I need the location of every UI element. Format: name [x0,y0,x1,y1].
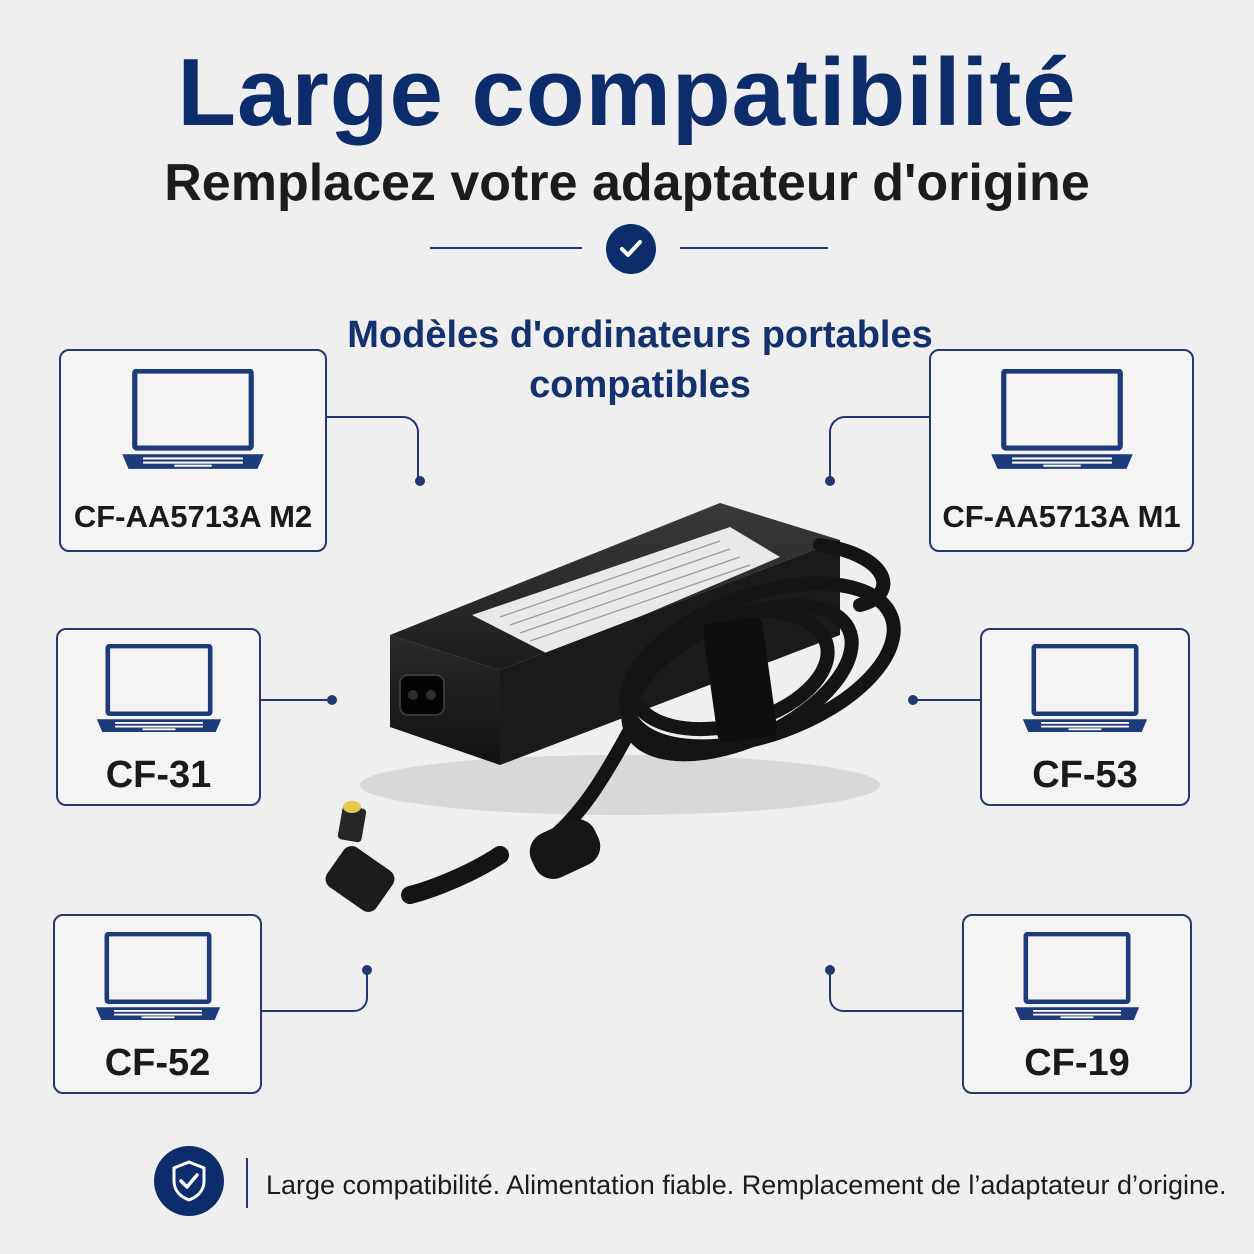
connector-line [829,970,964,1012]
connector-dot [415,476,425,486]
connector-line [327,416,419,482]
divider-right [680,247,828,249]
laptop-icon [989,369,1135,473]
model-card-cf-53: CF-53 [980,628,1190,806]
footer-separator [246,1158,248,1208]
connector-dot [825,476,835,486]
laptop-icon [1021,644,1149,736]
laptop-icon [94,932,222,1024]
divider-left [430,247,582,249]
connector-line [262,970,368,1012]
shield-check-icon [154,1146,224,1216]
model-card-cf-31: CF-31 [56,628,261,806]
model-label: CF-52 [104,1042,211,1084]
model-label: CF-53 [1032,754,1138,796]
connector-line [829,416,931,482]
laptop-icon [120,369,266,473]
section-heading-line1: Modèles d'ordinateurs portables [347,314,933,356]
model-card-cf-aa5713a-m2: CF-AA5713A M2 [59,349,327,552]
laptop-icon [95,644,223,736]
model-label: CF-AA5713A M1 [942,499,1181,534]
check-icon [606,224,656,274]
page-subtitle: Remplacez votre adaptateur d'origine [164,154,1090,212]
laptop-icon [1013,932,1141,1024]
connector-line [916,699,980,701]
connector-line [261,699,329,701]
connector-dot [362,965,372,975]
power-adapter-image [325,503,901,912]
section-heading-line2: compatibles [529,364,751,406]
section-heading: Modèles d'ordinateurs portables compatib… [300,310,980,410]
model-label: CF-19 [1024,1042,1130,1084]
model-label: CF-31 [105,754,212,796]
model-label: CF-AA5713A M2 [73,499,313,534]
page-title: Large compatibilité [177,39,1077,146]
connector-dot [825,965,835,975]
connector-dot [327,695,337,705]
model-card-cf-52: CF-52 [53,914,262,1094]
footer-tagline: Large compatibilité. Alimentation fiable… [266,1170,1227,1200]
model-card-cf-19: CF-19 [962,914,1192,1094]
connector-dot [908,695,918,705]
model-card-cf-aa5713a-m1: CF-AA5713A M1 [929,349,1194,552]
